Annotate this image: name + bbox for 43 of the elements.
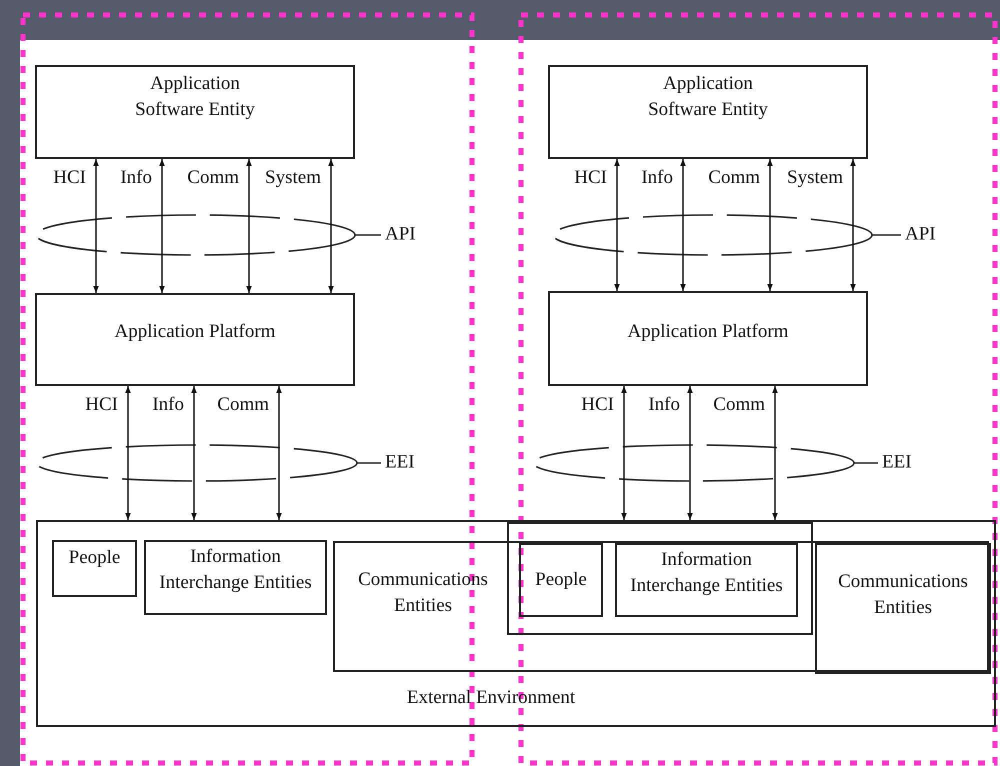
arrow xyxy=(621,386,627,520)
arrow xyxy=(159,159,165,293)
arrow xyxy=(191,386,197,520)
box-title: External Environment xyxy=(406,686,576,710)
box-title: Information Interchange Entities xyxy=(158,545,313,595)
box-title: Communications Entities xyxy=(837,570,969,620)
box-title: Application Software Entity xyxy=(647,72,769,122)
arrow xyxy=(328,159,334,293)
arrow xyxy=(125,386,131,520)
box-title: People xyxy=(68,546,120,570)
entity-box xyxy=(548,65,868,159)
interface-label: API xyxy=(385,224,416,246)
entity-box xyxy=(548,291,868,386)
arrow xyxy=(276,386,282,520)
arrow xyxy=(850,159,856,291)
entity-box xyxy=(815,543,991,674)
box-title: Application Software Entity xyxy=(134,72,256,122)
entity-box xyxy=(519,543,603,617)
entity-box xyxy=(333,541,989,672)
frame-box xyxy=(507,522,813,635)
interface-label: EEI xyxy=(882,452,912,474)
edge-label: System xyxy=(785,167,845,190)
entity-box xyxy=(35,65,355,159)
entity-box xyxy=(615,543,798,617)
arrow xyxy=(772,386,778,520)
arrow xyxy=(687,386,693,520)
arrow xyxy=(246,159,252,293)
interface-label: API xyxy=(905,224,936,246)
edge-label: System xyxy=(263,167,323,190)
arrow xyxy=(614,159,620,291)
box-title: Information Interchange Entities xyxy=(629,548,784,598)
box-title: Application Platform xyxy=(114,320,276,344)
arrow xyxy=(767,159,773,291)
entity-box xyxy=(35,293,355,386)
entity-box xyxy=(36,520,996,727)
box-title: Communications Entities xyxy=(357,568,489,618)
interface-label: EEI xyxy=(385,452,415,474)
arrow xyxy=(680,159,686,291)
entity-box xyxy=(144,540,327,615)
box-title: Application Platform xyxy=(628,320,788,344)
box-title: People xyxy=(535,568,587,592)
arrow xyxy=(93,159,99,293)
entity-box xyxy=(52,540,137,597)
